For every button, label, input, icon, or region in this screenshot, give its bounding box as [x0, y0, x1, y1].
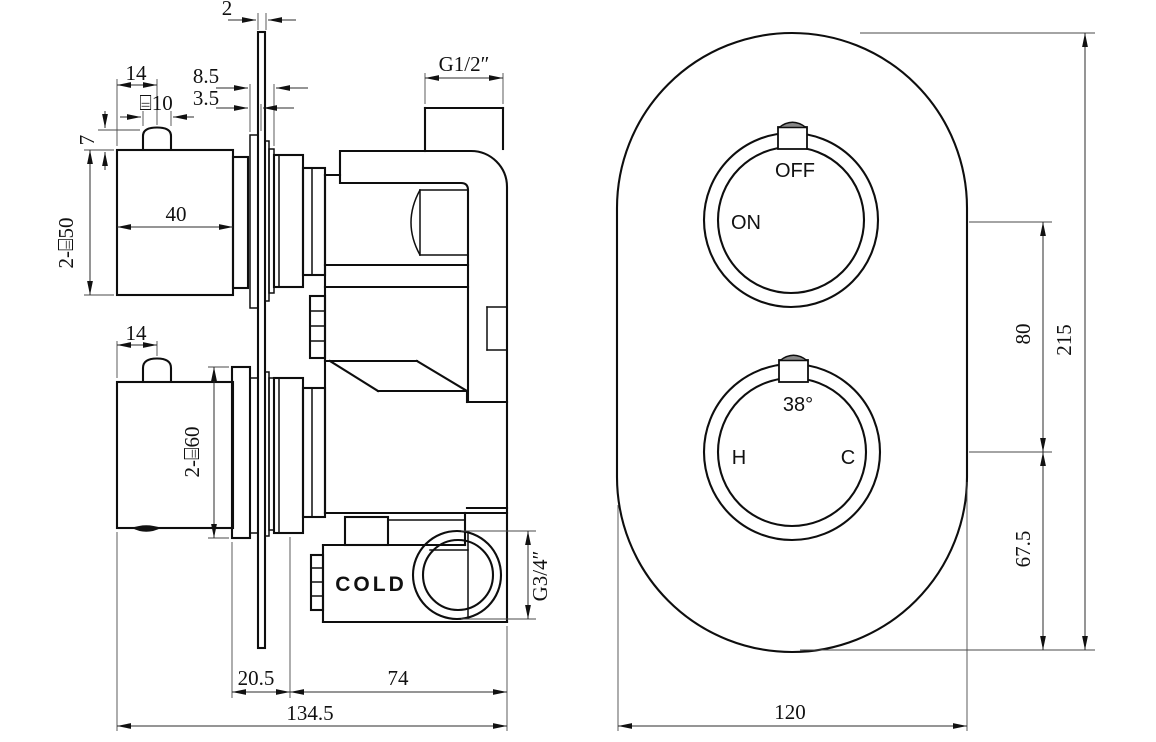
bottom-handle: [115, 357, 252, 540]
dim-label-depth-8-5: 8.5: [193, 64, 219, 88]
top-handle-adapter: [231, 155, 250, 290]
outlet-elbow: [338, 149, 509, 624]
mid-connector: [308, 294, 327, 360]
onoff-dial: OFF ON: [702, 121, 880, 309]
bottom-escutcheon: [230, 365, 252, 540]
bottom-handle-detail: [132, 525, 161, 532]
dial-label-off: OFF: [775, 160, 815, 182]
dim-label-outlet-thread: G1/2″: [439, 52, 490, 76]
valve-body: [308, 149, 509, 624]
temperature-dial: 38° H C: [702, 354, 882, 542]
cold-port-housing: COLD: [309, 515, 509, 624]
onoff-dial-knob-icon: [776, 121, 809, 129]
diverter-passage: [323, 359, 469, 404]
dim-label-depth-3-5: 3.5: [193, 86, 219, 110]
dim-label-knob-offset-bottom: 14: [126, 321, 148, 345]
elbow-notch: [486, 306, 508, 351]
dial-label-temp: 38°: [783, 394, 813, 416]
dim-label-bottom-offset: 67.5: [1011, 531, 1035, 568]
dimension-lines-front: [618, 33, 1088, 729]
dim-label-handle-diameter: 2-⌸50: [54, 217, 78, 268]
temp-dial-knob-icon: [777, 354, 810, 362]
dim-label-plate-width: 120: [774, 700, 806, 724]
side-view: COLD: [54, 0, 552, 731]
dim-label-escutcheon-diameter: 2-⌸60: [180, 426, 204, 477]
dim-label-handle-length: 40: [166, 202, 187, 226]
top-knob: [141, 126, 173, 152]
dim-label-port-thread: G3/4″: [528, 551, 552, 602]
dim-label-total-depth: 134.5: [286, 701, 333, 725]
dim-label-dial-spacing: 80: [1011, 324, 1035, 345]
front-view-dimensions: 80 215 67.5 120: [617, 32, 1095, 731]
dim-label-plate-to-body: 20.5: [238, 666, 275, 690]
temp-dial-tab: [778, 359, 809, 383]
top-cartridge: [272, 153, 327, 289]
dim-label-knob-diameter: ⌸10: [139, 91, 173, 115]
side-view-dimensions: 2 8.5 3.5 14 ⌸10 7 2-⌸50 40 G1/2″ 14 2-⌸…: [54, 0, 552, 731]
wall-plate: [249, 30, 275, 650]
inlet-pipe-g12: [423, 106, 505, 153]
dial-label-cold: C: [841, 447, 855, 469]
extension-lines: [84, 13, 536, 731]
faceplate-oval: [615, 31, 969, 654]
top-handle: [115, 126, 250, 297]
dim-label-knob-offset-top: 14: [126, 61, 148, 85]
dial-label-hot: H: [732, 447, 746, 469]
dimension-lines: [87, 17, 531, 729]
bottom-cartridge: [272, 376, 327, 535]
dim-label-knob-height: 7: [75, 135, 99, 146]
bottom-knob: [141, 357, 173, 384]
front-view: OFF ON 38° H C: [615, 31, 1095, 731]
outlet-bore: [410, 188, 469, 257]
extension-lines-front: [617, 32, 1095, 731]
dim-label-plate-thickness: 2: [222, 0, 233, 20]
onoff-dial-tab: [777, 126, 808, 150]
cold-port-circle: [411, 529, 503, 621]
dim-label-body-depth: 74: [388, 666, 410, 690]
housing-connector: [309, 553, 325, 612]
dial-label-on: ON: [731, 212, 761, 234]
cold-inlet-label: COLD: [335, 573, 407, 596]
dim-label-plate-height: 215: [1052, 324, 1076, 356]
